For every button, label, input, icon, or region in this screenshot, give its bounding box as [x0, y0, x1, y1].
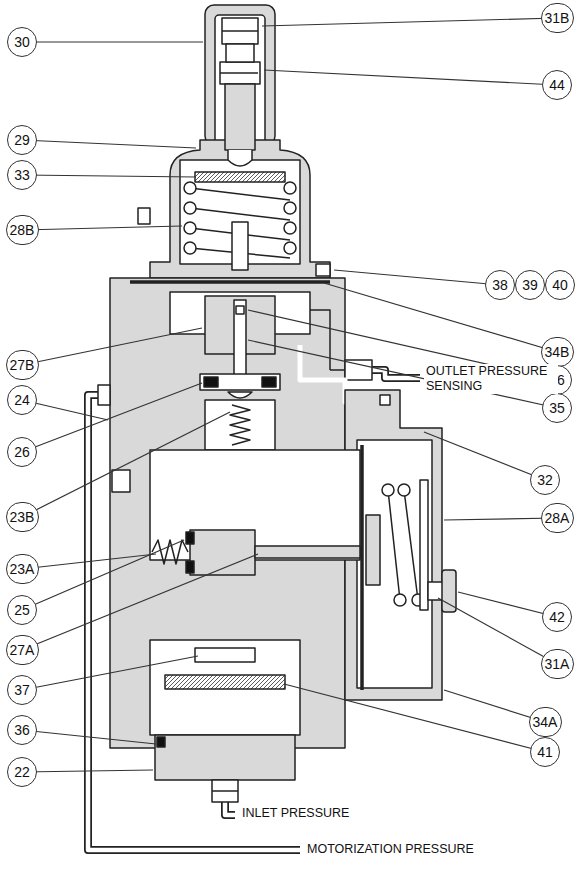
callout-circle: 33	[7, 160, 37, 190]
callout-circle: 39	[515, 270, 545, 300]
callout-circle: 31B	[541, 3, 574, 33]
callout-number: 32	[537, 472, 553, 488]
callout-circle: 44	[542, 70, 572, 100]
port-label: INLET PRESSURE	[240, 806, 351, 821]
callout-number: 31A	[545, 656, 570, 672]
callout-number: 27A	[10, 642, 35, 658]
callout-circle: 23A	[6, 554, 39, 584]
callout-circle: 27A	[6, 635, 39, 665]
callout-number: 44	[549, 77, 565, 93]
callout-circle: 23B	[6, 502, 39, 532]
callout-number: 42	[549, 609, 565, 625]
callout-number: 40	[552, 277, 568, 293]
callout-circle: 38	[485, 270, 515, 300]
callout-number: 25	[14, 602, 30, 618]
callout-number: 37	[14, 682, 30, 698]
callout-number: 41	[537, 744, 553, 760]
callout-circle: 28B	[6, 215, 39, 245]
callout-circle: 25	[7, 595, 37, 625]
callout-number: 30	[14, 34, 30, 50]
callout-circle: 36	[7, 715, 37, 745]
callout-circle: 34A	[529, 707, 562, 737]
callout-number: 23A	[10, 561, 35, 577]
callout-number: 28A	[545, 510, 570, 526]
callout-circle: 35	[542, 393, 572, 423]
callout-number: 23B	[10, 509, 35, 525]
callout-circle: 30	[7, 27, 37, 57]
callout-circle: 26	[7, 437, 37, 467]
callout-circle: 32	[530, 465, 560, 495]
port-label: MOTORIZATION PRESSURE	[305, 842, 476, 857]
callout-number: 29	[14, 132, 30, 148]
callout-circle: 27B	[6, 350, 39, 380]
callout-number: 31B	[545, 10, 570, 26]
callout-number: 34B	[545, 344, 570, 360]
callout-circle: 41	[530, 737, 560, 767]
callout-number: 26	[14, 444, 30, 460]
callout-number: 33	[14, 167, 30, 183]
callout-number: 39	[522, 277, 538, 293]
callout-number: 38	[492, 277, 508, 293]
callout-circle: 28A	[541, 503, 574, 533]
port-label: OUTLET PRESSURE SENSING	[424, 364, 558, 394]
callout-circle: 37	[7, 675, 37, 705]
callout-number: 24	[14, 392, 30, 408]
callout-circle: 24	[7, 385, 37, 415]
callout-number: 27B	[10, 357, 35, 373]
callout-circle: 42	[542, 602, 572, 632]
callout-number: 34A	[533, 714, 558, 730]
callout-circle: 22	[7, 757, 37, 787]
callout-number: 22	[14, 764, 30, 780]
callout-number: 36	[14, 722, 30, 738]
callout-circle: 29	[7, 125, 37, 155]
callout-circle: 31A	[541, 649, 574, 679]
callout-number: 35	[549, 400, 565, 416]
callout-circle: 34B	[541, 337, 574, 367]
callout-circle: 40	[545, 270, 575, 300]
callout-number: 28B	[10, 222, 35, 238]
